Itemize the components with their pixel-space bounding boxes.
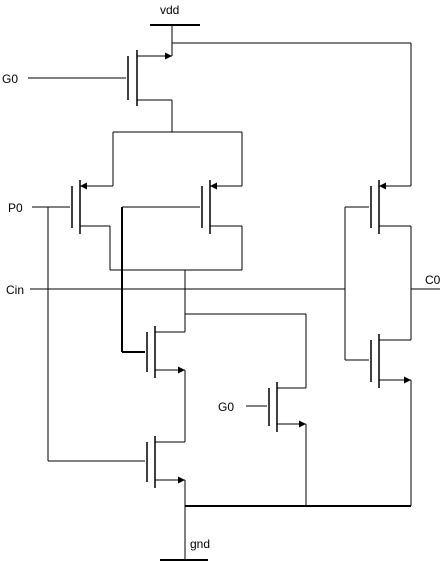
nmos-p0-transistor [146, 436, 186, 506]
gnd-label: gnd [190, 537, 210, 551]
output-inverter [172, 42, 440, 506]
g0-top-label: G0 [2, 72, 18, 86]
pmos-cin-transistor [122, 180, 243, 270]
nmos-g0-transistor [185, 313, 307, 506]
g0-bottom-label: G0 [218, 400, 234, 414]
nmos-cin-transistor [146, 326, 186, 442]
c0-label: C0 [425, 273, 441, 287]
gnd-rail [160, 506, 208, 561]
pmos-p0-transistor [32, 180, 113, 270]
p0-label: P0 [8, 201, 23, 215]
pmos-g0-transistor [28, 50, 173, 132]
cin-label: Cin [6, 283, 24, 297]
vdd-label: vdd [160, 3, 179, 17]
vdd-rail [150, 24, 200, 56]
